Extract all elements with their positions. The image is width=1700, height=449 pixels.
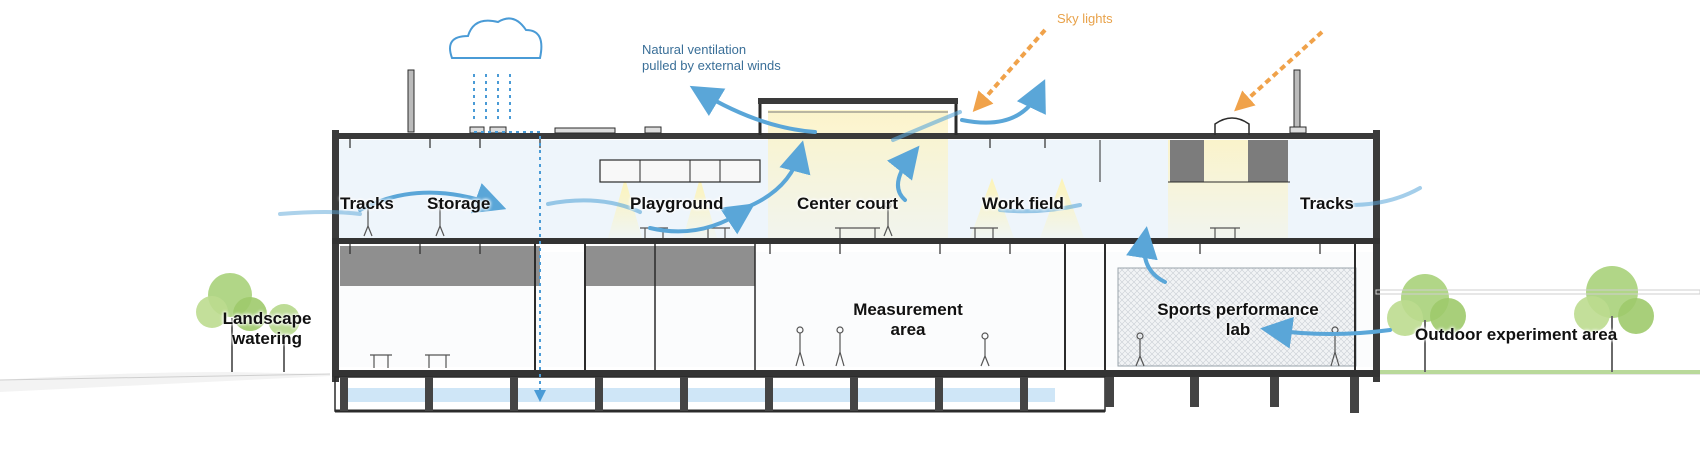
tree-icon <box>196 273 300 372</box>
ventilation-note-line2: pulled by external winds <box>642 58 781 73</box>
label-work-field: Work field <box>982 194 1064 213</box>
person-icon <box>883 201 893 237</box>
people-silhouettes <box>363 201 1340 368</box>
label-sports-performance-lab: Sports performance lab <box>1138 300 1338 340</box>
rain-icon <box>473 74 546 402</box>
person-icon <box>835 326 845 367</box>
person-icon <box>435 201 445 237</box>
label-measurement-line1: Measurement <box>853 300 963 319</box>
label-landscape-watering: Landscape watering <box>212 309 322 349</box>
label-sports-lab-line2: lab <box>1225 320 1251 339</box>
label-landscape-line1: Landscape <box>222 309 312 328</box>
person-icon <box>795 326 805 367</box>
airflow-arrow-icon <box>278 79 1422 349</box>
label-tracks-right: Tracks <box>1300 194 1354 213</box>
table-icon <box>835 227 880 238</box>
label-center-court: Center court <box>797 194 899 213</box>
table-icon <box>1210 227 1240 238</box>
person-icon <box>1135 332 1145 367</box>
trees <box>196 266 1700 372</box>
label-storage: Storage <box>427 194 491 213</box>
table-icon <box>370 354 392 368</box>
cloud-icon <box>449 17 543 59</box>
table-icon <box>970 227 998 238</box>
table-icon <box>425 354 450 368</box>
ventilation-note-line1: Natural ventilation <box>642 42 747 57</box>
label-sports-lab-line1: Sports performance <box>1157 300 1319 319</box>
label-tracks-left: Tracks <box>340 194 394 213</box>
ventilation-note: Natural ventilation pulled by external w… <box>642 42 781 74</box>
label-playground: Playground <box>630 194 724 213</box>
tree-icon <box>1387 274 1466 372</box>
label-measurement-area: Measurement area <box>838 300 978 340</box>
label-outdoor-experiment-area: Outdoor experiment area <box>1415 325 1618 344</box>
tree-icon <box>1574 266 1654 372</box>
person-icon <box>1330 326 1340 367</box>
label-landscape-line2: watering <box>232 329 302 348</box>
person-icon <box>980 332 990 367</box>
label-measurement-line2: area <box>890 320 926 339</box>
skylights-note: Sky lights <box>1057 11 1113 26</box>
sun-ray-icon <box>972 28 1324 113</box>
basement-water <box>345 388 1055 402</box>
building-structure <box>332 69 1380 413</box>
